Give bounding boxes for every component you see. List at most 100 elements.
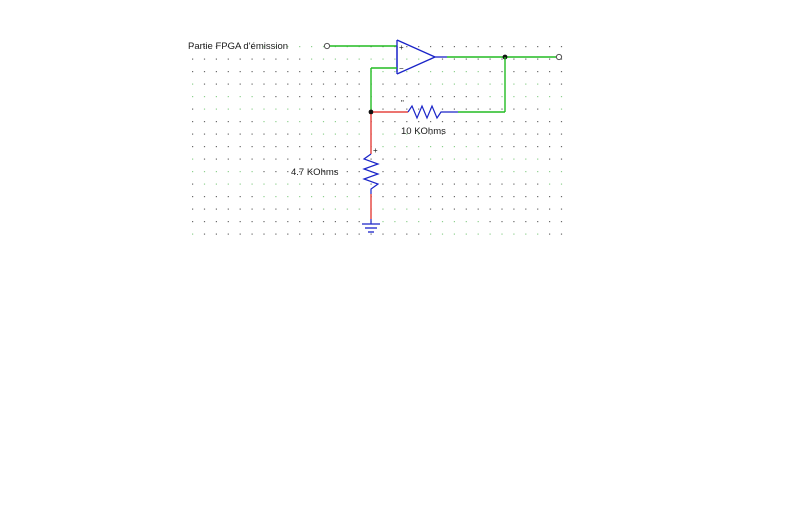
grid-dot (227, 58, 229, 60)
grid-dot (192, 108, 194, 110)
grid-dot (215, 196, 217, 198)
grid-dot (346, 133, 348, 135)
grid-dot (215, 171, 217, 173)
grid-dot (311, 221, 313, 223)
grid-dot (275, 108, 277, 110)
grid-dot (501, 208, 503, 210)
grid-dot (192, 58, 194, 60)
grid-dot (453, 58, 455, 60)
output-terminal[interactable] (555, 53, 563, 61)
inverting-input-wire (370, 67, 397, 112)
grid-dot (227, 208, 229, 210)
grid-dot (251, 133, 253, 135)
grid-dot (418, 183, 420, 185)
grid-dot (358, 146, 360, 148)
grid-dot (263, 83, 265, 85)
grid-dot (430, 208, 432, 210)
grid-dot (465, 196, 467, 198)
grid-dot (251, 121, 253, 123)
grid-dot (477, 83, 479, 85)
grid-dot (192, 221, 194, 223)
grid-dot (525, 183, 527, 185)
grid-dot (227, 233, 229, 235)
grid-dot (346, 121, 348, 123)
grid-dot (441, 133, 444, 135)
opamp[interactable]: + − (396, 39, 436, 75)
grid-dot (203, 121, 206, 123)
grid-dot (203, 146, 206, 148)
grid-dot (322, 121, 325, 123)
grid-dot (203, 83, 206, 85)
grid-dot (203, 183, 206, 185)
grid-dot (192, 121, 194, 123)
grid-dot (311, 121, 313, 123)
grid-dot (299, 96, 301, 98)
grid-dot (287, 146, 289, 148)
grid-dot (394, 71, 396, 73)
grid-dot (215, 121, 217, 123)
grid-dot (441, 171, 444, 173)
grid-dot (215, 96, 217, 98)
grid-dot (406, 58, 408, 60)
grid-dot (192, 171, 194, 173)
grid-dot (322, 46, 325, 48)
grid-dot (322, 183, 325, 185)
grid-dot (489, 146, 491, 148)
grid-dot (453, 133, 455, 135)
grid-dot (287, 208, 289, 210)
grid-dot (441, 121, 444, 123)
grid-dot (418, 96, 420, 98)
grid-dot (501, 108, 503, 110)
grid-dot (334, 183, 336, 185)
grid-dot (227, 83, 229, 85)
grid-dot (299, 171, 301, 173)
grid-dot (418, 71, 420, 73)
grid-dot (489, 96, 491, 98)
feedback-resistor[interactable]: " (373, 99, 458, 120)
grid-dot (430, 171, 432, 173)
grid-dot (441, 183, 444, 185)
grid-dot (489, 196, 491, 198)
grid-dot (430, 196, 432, 198)
grid-dot (537, 83, 539, 85)
grid-dot (275, 171, 277, 173)
grid-dot (441, 158, 444, 160)
grid-dot (346, 183, 348, 185)
grid-dot (560, 121, 563, 123)
grid-dot (501, 183, 503, 185)
grid-dot (239, 171, 241, 173)
grid-dot (287, 196, 289, 198)
input-terminal[interactable] (323, 42, 331, 50)
grid-dot (251, 58, 253, 60)
grid-dot (501, 171, 503, 173)
grid-dot (537, 183, 539, 185)
grid-dot (418, 133, 420, 135)
grid-dot (549, 221, 551, 223)
grid-dot (263, 196, 265, 198)
grid-dot (477, 96, 479, 98)
grid-dot (382, 183, 384, 185)
grid-dot (560, 158, 563, 160)
grid-dot (537, 171, 539, 173)
grid-dot (418, 158, 420, 160)
grid-dot (192, 158, 194, 160)
grid-dot (215, 71, 217, 73)
grid-dot (227, 221, 229, 223)
grid-dot (465, 171, 467, 173)
grid-dot (525, 221, 527, 223)
grid-dot (560, 58, 563, 60)
grid-dot (418, 221, 420, 223)
grid-dot (287, 96, 289, 98)
grid-dot (406, 171, 408, 173)
grid-dot (275, 146, 277, 148)
grid-dot (465, 133, 467, 135)
input-label: Partie FPGA d'émission (188, 41, 288, 52)
grid-dot (537, 71, 539, 73)
grid-dot (453, 71, 455, 73)
grid-dot (418, 108, 420, 110)
grid-dot (382, 146, 384, 148)
ground-resistor[interactable]: + (362, 114, 380, 219)
grid-dot (287, 46, 289, 48)
grid-dot (430, 71, 432, 73)
